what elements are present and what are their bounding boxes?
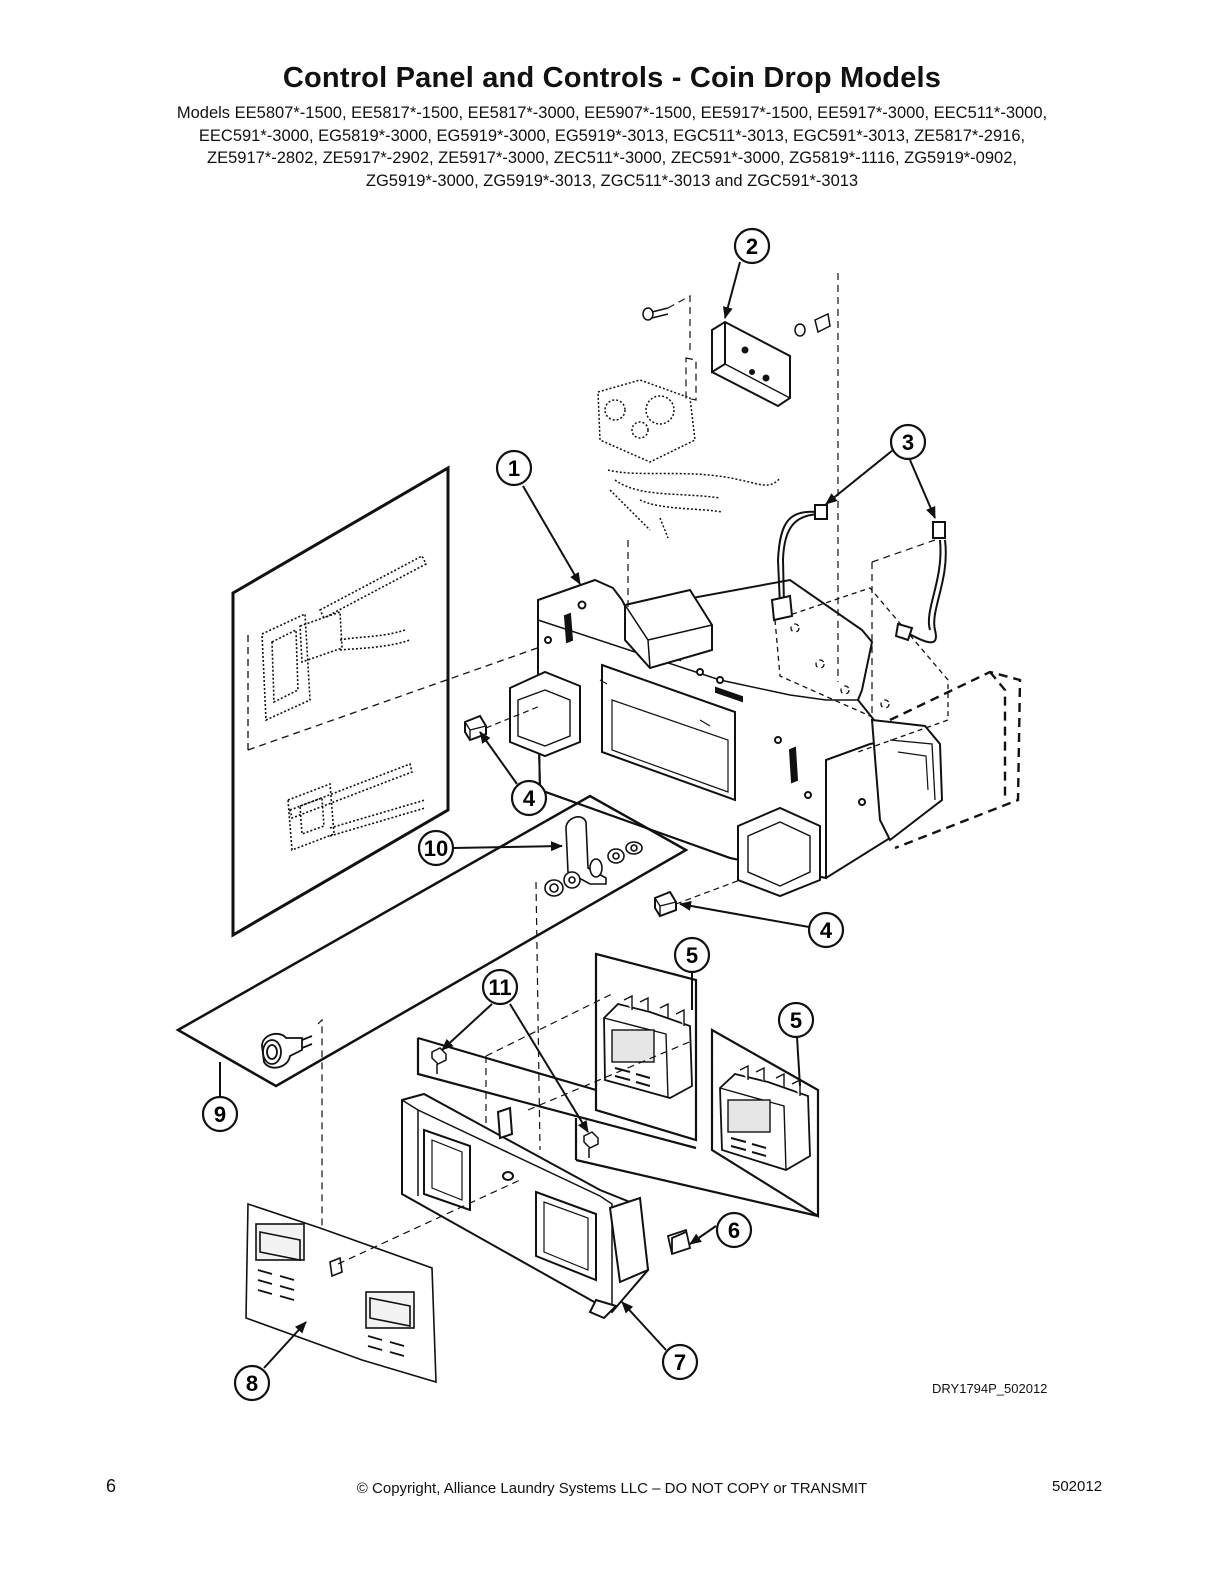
callout-label: 9 [214, 1102, 226, 1127]
callout-label: 10 [424, 836, 448, 861]
model-list: Models EE5807*-1500, EE5817*-1500, EE581… [100, 102, 1124, 192]
screw [431, 1047, 599, 1158]
callout-10: 10 [417, 829, 455, 867]
callout-label: 8 [246, 1371, 258, 1396]
lock-panel [175, 794, 689, 1088]
front-bezel [401, 1092, 650, 1320]
callout-label: 2 [746, 234, 758, 259]
screw-hardware [642, 307, 831, 337]
leader-lines [219, 261, 936, 1369]
guide-lines [627, 273, 839, 682]
callout-6: 6 [715, 1211, 753, 1249]
document-number: 502012 [1052, 1478, 1103, 1495]
callout-5-b: 5 [777, 1001, 815, 1039]
bumper-lower [654, 890, 677, 918]
callout-3: 3 [889, 423, 927, 461]
callout-8: 8 [233, 1364, 271, 1402]
page-number: 6 [106, 1476, 117, 1496]
callout-4-lower: 4 [807, 911, 845, 949]
optional-parts-panel [231, 465, 561, 938]
callout-label: 4 [523, 786, 536, 811]
lock-cylinder [261, 1032, 313, 1069]
control-board-panel-a [594, 952, 698, 1142]
callout-label: 1 [508, 456, 520, 481]
lock-cam [544, 816, 643, 897]
callout-11: 11 [481, 968, 519, 1006]
callout-2: 2 [733, 227, 771, 265]
screw-plate-outline [416, 1036, 819, 1218]
model-line: ZG5919*-3000, ZG5919*-3013, ZGC511*-3013… [365, 171, 859, 190]
model-line: Models EE5807*-1500, EE5817*-1500, EE581… [176, 104, 1048, 122]
callout-4-upper: 4 [510, 779, 548, 817]
overlay-decal [245, 1202, 437, 1384]
control-board-a [603, 994, 693, 1099]
callout-label: 11 [488, 975, 511, 1000]
housing-outline [889, 670, 1022, 850]
drawing-code: DRY1794P_502012 [932, 1381, 1048, 1396]
control-board-b [719, 1064, 811, 1171]
callout-label: 3 [902, 430, 914, 455]
callout-label: 5 [790, 1008, 802, 1033]
callout-label: 6 [728, 1218, 740, 1243]
model-line: EEC591*-3000, EG5819*-3000, EG5919*-3000… [198, 126, 1026, 145]
callout-9: 9 [201, 1095, 239, 1133]
page-title: Control Panel and Controls - Coin Drop M… [282, 62, 942, 94]
model-line: ZE5917*-2802, ZE5917*-2902, ZE5917*-3000… [207, 149, 1017, 167]
callout-1: 1 [495, 449, 533, 487]
bezel-clip [666, 1228, 692, 1256]
copyright-notice: © Copyright, Alliance Laundry Systems LL… [356, 1480, 868, 1497]
timer-assembly [597, 379, 781, 539]
wire-harness [770, 504, 947, 644]
callout-label: 7 [674, 1350, 686, 1375]
control-panel-frame [509, 578, 944, 898]
callout-label: 5 [686, 943, 698, 968]
callout-7: 7 [661, 1343, 699, 1381]
callout-5-a: 5 [673, 936, 711, 974]
mounting-bracket [711, 320, 791, 408]
callout-label: 4 [820, 918, 833, 943]
